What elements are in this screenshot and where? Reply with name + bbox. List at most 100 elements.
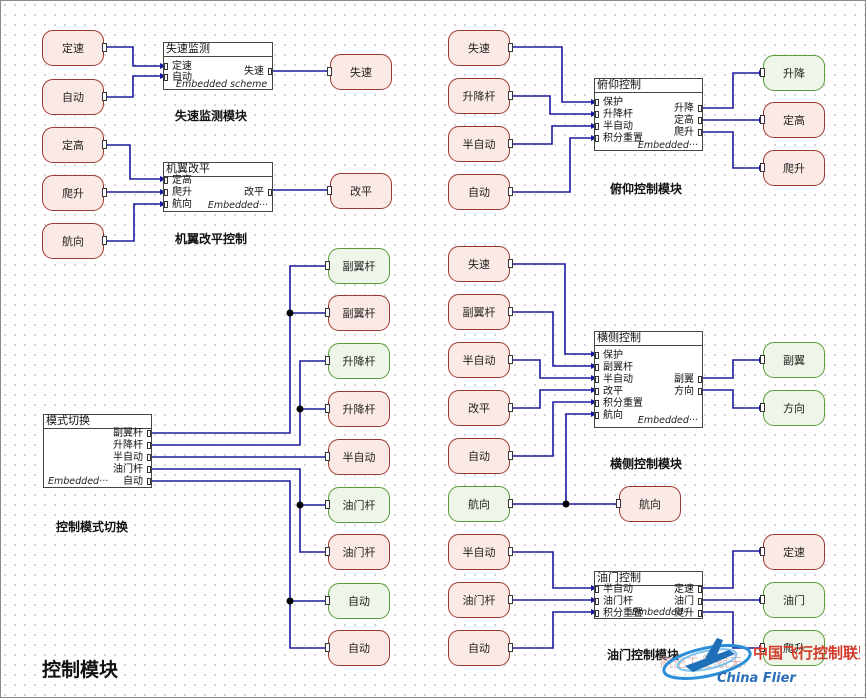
output-pin: 改平: [244, 187, 272, 198]
pill-label: 自动: [468, 186, 490, 199]
pill-label: 失速: [468, 258, 490, 271]
input-pin: 保护: [595, 97, 623, 108]
input-pin: 自动: [164, 72, 192, 83]
input-pill-hangxiang[interactable]: 航向: [42, 223, 107, 259]
output-pill-shisu[interactable]: 失速: [327, 54, 392, 90]
input-pill-dinggao[interactable]: 定高: [42, 127, 107, 163]
output-pill-dingsu[interactable]: 定速: [760, 534, 825, 570]
output-pill-shengjiang[interactable]: 升降: [760, 55, 825, 91]
output-pin: 油门杆: [113, 464, 151, 475]
output-pin: 自动: [123, 476, 151, 487]
block-title: 模式切换: [44, 415, 151, 429]
pill-label: 半自动: [342, 451, 376, 464]
pill-label: 爬升: [783, 162, 805, 175]
embedded-label: Embedded···: [48, 476, 109, 487]
block-mode-switch[interactable]: 模式切换 副翼杆 升降杆 半自动 油门杆 自动 Embedded···: [43, 414, 152, 488]
input-pill-zidong[interactable]: 自动: [42, 79, 107, 115]
input-pin: 半自动: [595, 374, 633, 385]
pill-label: 自动: [348, 642, 370, 655]
logo-icon: 中国飞行控制联盟 China Flier: [662, 638, 860, 686]
block-caption: 油门控制模块: [607, 648, 680, 662]
output-pin: 爬升: [674, 608, 702, 619]
output-pill-zidong[interactable]: 自动: [325, 583, 390, 619]
input-pill-shisu[interactable]: 失速: [448, 246, 513, 282]
output-pill-fangxiang[interactable]: 方向: [760, 390, 825, 426]
output-pin: 爬升: [674, 127, 702, 138]
input-pin: 积分重置: [595, 398, 643, 409]
block-pitch-control[interactable]: 俯仰控制 保护 升降杆 半自动 积分重置 升降 定高 爬升 Embedded··…: [594, 78, 703, 151]
input-pin: 爬升: [164, 187, 192, 198]
input-pin: 副翼杆: [595, 362, 633, 373]
pill-label: 副翼: [783, 354, 805, 367]
page-title: 控制模块: [42, 659, 119, 681]
output-pill-pasheng[interactable]: 爬升: [760, 150, 825, 186]
output-pill-fuyigan[interactable]: 副翼杆: [325, 248, 390, 284]
input-pill-gaiping[interactable]: 改平: [448, 390, 513, 426]
output-pill-banzidong[interactable]: 半自动: [325, 439, 390, 475]
input-pill-hangxiang[interactable]: 航向: [448, 486, 513, 522]
input-pill-zidong[interactable]: 自动: [448, 174, 513, 210]
pill-label: 半自动: [462, 138, 496, 151]
pill-label: 油门: [783, 594, 805, 607]
output-pill-gaiping[interactable]: 改平: [327, 173, 392, 209]
pill-label: 升降杆: [342, 403, 376, 416]
pill-label: 油门杆: [462, 594, 496, 607]
pill-label: 改平: [350, 185, 372, 198]
input-pin: 航向: [164, 199, 192, 210]
output-pin: 副翼: [674, 374, 702, 385]
input-pill-fuyigan[interactable]: 副翼杆: [448, 294, 513, 330]
input-pill-youmengan[interactable]: 油门杆: [448, 582, 513, 618]
input-pill-banzidong[interactable]: 半自动: [448, 534, 513, 570]
input-pill-banzidong[interactable]: 半自动: [448, 342, 513, 378]
block-caption: 机翼改平控制: [175, 232, 248, 246]
block-title: 俯仰控制: [595, 79, 702, 93]
input-pin: 积分重置: [595, 608, 643, 619]
output-pill-dinggao[interactable]: 定高: [760, 102, 825, 138]
pill-label: 定速: [783, 546, 805, 559]
output-pill-pasheng[interactable]: 爬升: [760, 630, 825, 666]
input-pill-dingsu[interactable]: 定速: [42, 30, 107, 66]
pill-label: 失速: [350, 66, 372, 79]
input-pill-shisu[interactable]: 失速: [448, 30, 513, 66]
block-throttle-control[interactable]: 油门控制 半自动 油门杆 积分重置 定速 油门 爬升 Embedded···: [594, 571, 703, 619]
output-pin: 方向: [674, 386, 702, 397]
output-pill-shengjianggan[interactable]: 升降杆: [325, 343, 390, 379]
output-pill-youmen[interactable]: 油门: [760, 582, 825, 618]
input-pin: 定速: [164, 61, 192, 72]
pill-label: 定速: [62, 42, 84, 55]
block-stall-monitor[interactable]: 失速监测 定速 自动 失速 Embedded scheme: [163, 42, 273, 90]
output-pill-youmengan[interactable]: 油门杆: [325, 534, 390, 570]
output-pin: 半自动: [113, 452, 151, 463]
output-pill-hangxiang[interactable]: 航向: [616, 486, 681, 522]
block-wing-level[interactable]: 机翼改平 定高 爬升 航向 改平 Embedded···: [163, 162, 273, 212]
pill-label: 航向: [468, 498, 490, 511]
block-title: 油门控制: [595, 572, 702, 586]
output-pill-youmengan[interactable]: 油门杆: [325, 487, 390, 523]
pill-label: 副翼杆: [462, 306, 496, 319]
pill-label: 航向: [62, 235, 84, 248]
junction-dot: [286, 309, 294, 317]
pill-label: 自动: [468, 450, 490, 463]
output-pin: 失速: [244, 66, 272, 77]
input-pin: 积分重置: [595, 133, 643, 144]
output-pin: 升降杆: [113, 440, 151, 451]
pill-label: 副翼杆: [342, 260, 376, 273]
input-pill-zidong[interactable]: 自动: [448, 630, 513, 666]
input-pill-zidong[interactable]: 自动: [448, 438, 513, 474]
output-pill-fuyi[interactable]: 副翼: [760, 342, 825, 378]
pill-label: 爬升: [783, 642, 805, 655]
input-pin: 保护: [595, 350, 623, 361]
output-pill-shengjianggan[interactable]: 升降杆: [325, 391, 390, 427]
output-pill-zidong[interactable]: 自动: [325, 630, 390, 666]
pill-label: 半自动: [462, 546, 496, 559]
output-pill-fuyigan[interactable]: 副翼杆: [325, 295, 390, 331]
input-pill-pasheng[interactable]: 爬升: [42, 175, 107, 211]
input-pill-shengjianggan[interactable]: 升降杆: [448, 78, 513, 114]
pill-label: 升降: [783, 67, 805, 80]
input-pill-banzidong[interactable]: 半自动: [448, 126, 513, 162]
block-caption: 控制模式切换: [56, 520, 129, 534]
block-lateral-control[interactable]: 横侧控制 保护 副翼杆 半自动 改平 积分重置 航向 副翼 方向 Embedde…: [594, 331, 703, 428]
block-title: 机翼改平: [164, 163, 272, 177]
block-title: 失速监测: [164, 43, 272, 57]
